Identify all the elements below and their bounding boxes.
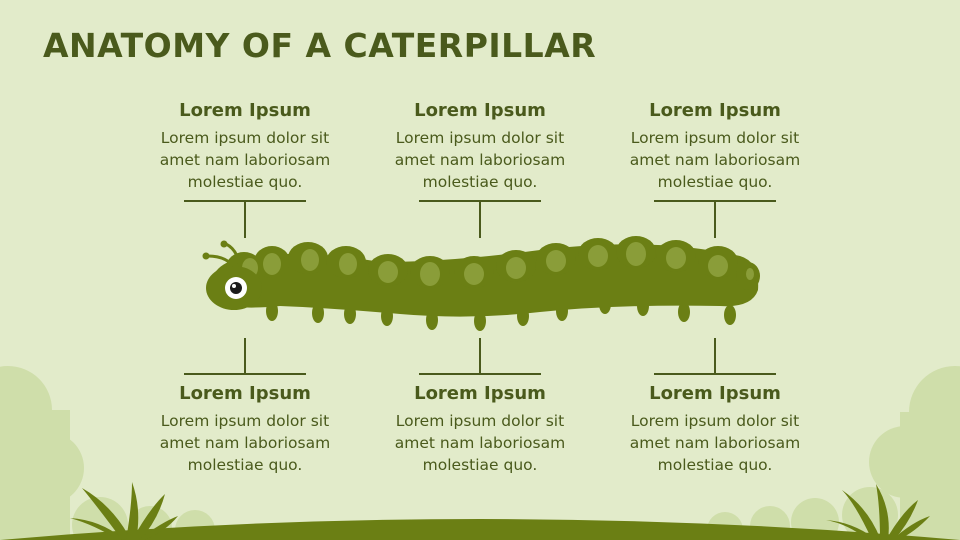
label-heading: Lorem Ipsum (649, 100, 781, 121)
label-heading: Lorem Ipsum (649, 383, 781, 404)
label-body: Lorem ipsum dolor sit amet nam laboriosa… (629, 129, 801, 191)
connector-bottom-right (654, 338, 776, 375)
label-top-left: Lorem Ipsum Lorem ipsum dolor sit amet n… (140, 100, 350, 193)
label-body: Lorem ipsum dolor sit amet nam laboriosa… (629, 412, 801, 474)
label-bottom-right: Lorem Ipsum Lorem ipsum dolor sit amet n… (610, 383, 820, 476)
grass-tuft-icon-right (826, 484, 930, 540)
label-heading: Lorem Ipsum (414, 383, 546, 404)
caterpillar-spots (242, 242, 754, 286)
slide-title: ANATOMY OF A CATERPILLAR (43, 26, 597, 65)
label-top-right: Lorem Ipsum Lorem ipsum dolor sit amet n… (610, 100, 820, 193)
connector-bottom-center (419, 338, 541, 375)
caterpillar-eye-icon (225, 277, 247, 299)
connector-bottom-left (184, 338, 306, 375)
label-top-center: Lorem Ipsum Lorem ipsum dolor sit amet n… (375, 100, 585, 193)
label-heading: Lorem Ipsum (414, 100, 546, 121)
label-heading: Lorem Ipsum (179, 100, 311, 121)
label-body: Lorem ipsum dolor sit amet nam laboriosa… (159, 412, 331, 474)
grass-tuft-icon-left (70, 482, 178, 540)
label-body: Lorem ipsum dolor sit amet nam laboriosa… (394, 129, 566, 191)
label-bottom-left: Lorem Ipsum Lorem ipsum dolor sit amet n… (140, 383, 350, 476)
label-body: Lorem ipsum dolor sit amet nam laboriosa… (159, 129, 331, 191)
label-body: Lorem ipsum dolor sit amet nam laboriosa… (394, 412, 566, 474)
label-heading: Lorem Ipsum (179, 383, 311, 404)
connector-top-center (419, 200, 541, 238)
connector-top-left (184, 200, 306, 238)
ground-hill (0, 519, 960, 540)
connector-top-right (654, 200, 776, 238)
label-bottom-center: Lorem Ipsum Lorem ipsum dolor sit amet n… (375, 383, 585, 476)
